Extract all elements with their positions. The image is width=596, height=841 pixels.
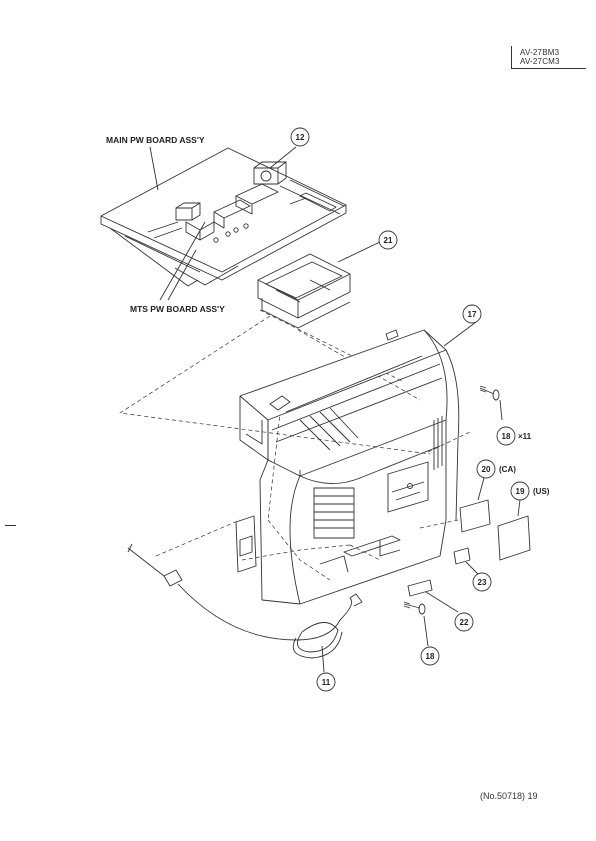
callout-20-region: (CA) [499,465,516,474]
screw-bottom-drawing [404,602,425,614]
callout-11: 11 [322,678,331,687]
callout-20: 20 [482,465,491,474]
label-23-drawing [454,548,470,564]
callout-23: 23 [478,578,487,587]
callout-18a-quantity: ×11 [518,432,532,441]
callout-18b: 18 [426,652,435,661]
label-20-drawing [460,500,490,532]
mts-housing-drawing [258,254,350,328]
rear-cabinet-drawing [236,330,459,604]
callout-21: 21 [384,236,393,245]
mts-board-label: MTS PW BOARD ASS'Y [130,304,225,314]
callout-17: 17 [468,310,477,319]
callout-12: 12 [296,133,305,142]
power-cord-drawing [128,544,362,672]
callout-18a: 18 [502,432,511,441]
screw-top-drawing [480,386,499,400]
callout-22: 22 [460,618,469,627]
callout-19-region: (US) [533,487,550,496]
main-board-label: MAIN PW BOARD ASS'Y [106,135,205,145]
callout-19: 19 [516,487,525,496]
label-19-drawing [498,516,530,560]
page-footer: (No.50718) 19 [480,791,538,801]
